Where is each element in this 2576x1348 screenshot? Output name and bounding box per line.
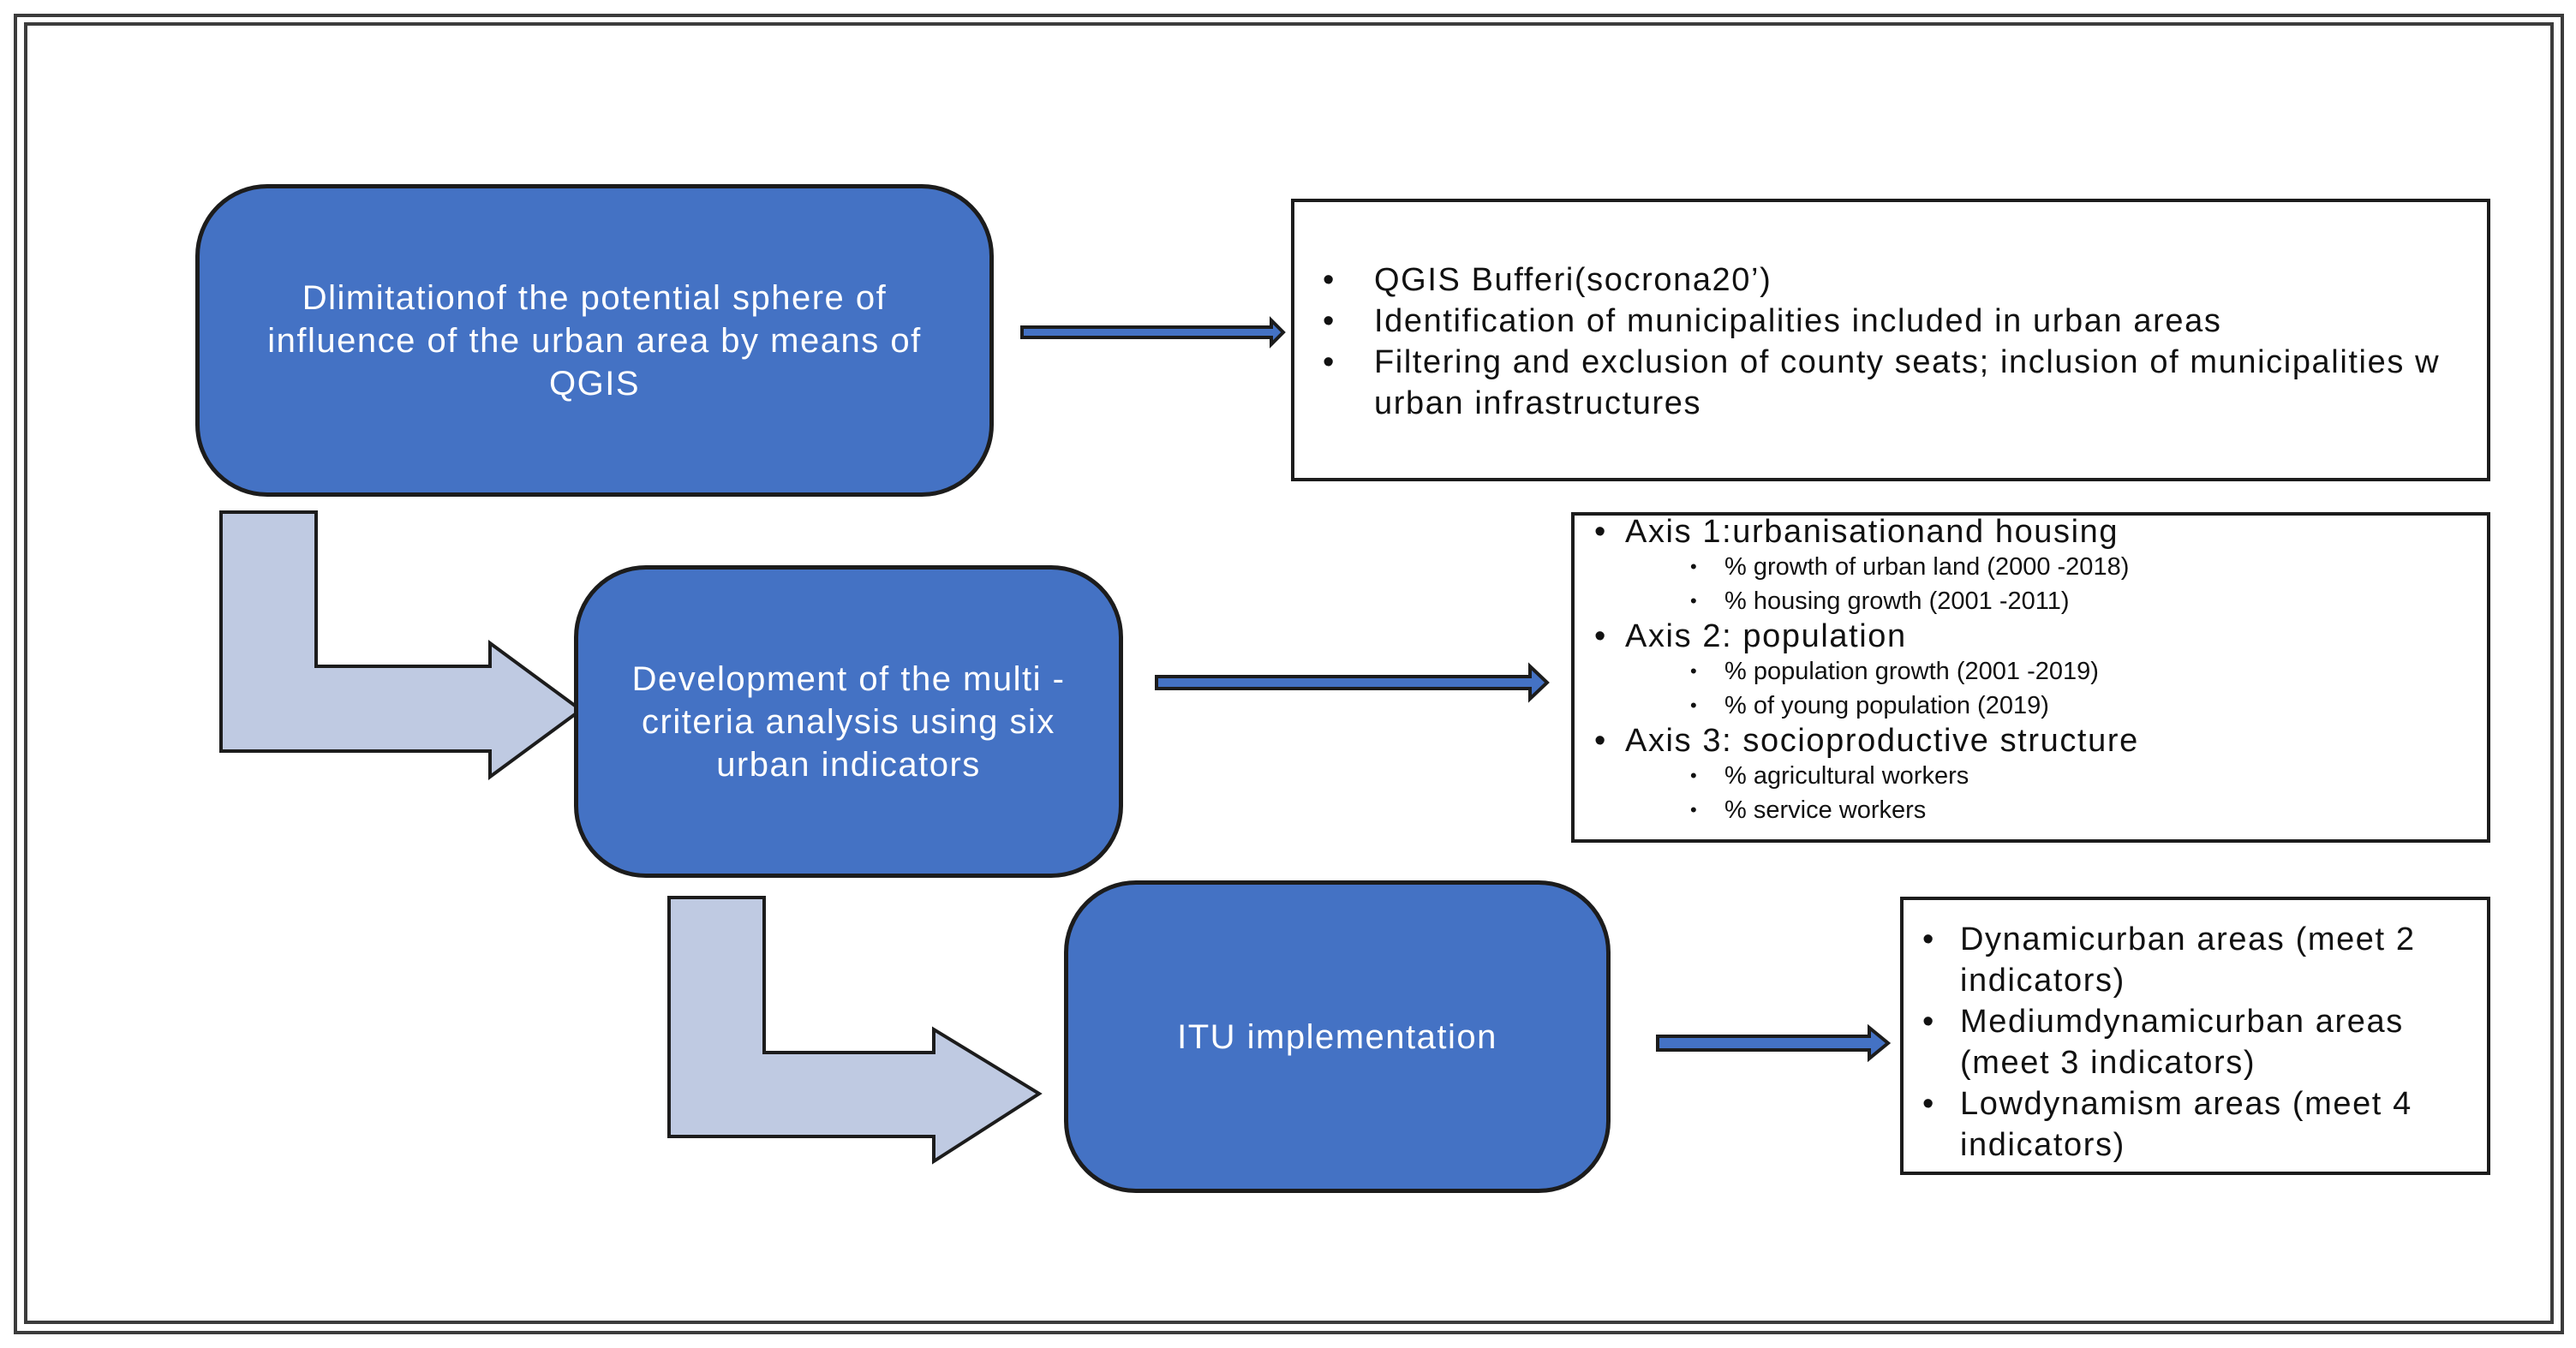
indicator-item: •% housing growth (2001 -2011) [1690,584,2487,618]
step-2-label: Development of the multi - criteria anal… [631,659,1066,784]
right-arrow-3 [1656,1023,1892,1063]
note-indicator-axes: • Axis 1:urbanisationand housing •% grow… [1571,512,2490,843]
bullet-icon: • [1594,723,1607,759]
bullet-icon: • [1922,922,1935,957]
inner-frame [24,22,2554,1324]
note-3-list: •Dynamicurban areas (meet 2 indicators) … [1922,919,2487,1166]
axis-2: • Axis 2: population •% population growt… [1594,618,2487,723]
right-arrow-2 [1155,662,1550,703]
bullet-icon: • [1323,303,1336,339]
list-item: •Lowdynamism areas (meet 4 [1922,1083,2487,1124]
indicator-item: •% service workers [1690,793,2487,827]
list-item: •Filtering and exclusion of county seats… [1323,342,2487,383]
axis-1: • Axis 1:urbanisationand housing •% grow… [1594,514,2487,618]
note-1-list: •QGIS Bufferi(socrona20’) •Identificatio… [1323,259,2487,424]
list-item-continuation: indicators) [1960,1127,2125,1163]
bullet-icon: • [1690,556,1697,577]
indicator-item: •% of young population (2019) [1690,689,2487,723]
bent-arrow-2 [667,896,1043,1165]
bullet-icon: • [1690,695,1697,716]
step-3-itu-implementation: ITU implementation [1064,880,1611,1193]
right-arrow-1 [1020,316,1286,349]
step-1-delimitation: Dlimitationof the potential sphere of in… [195,184,994,497]
axis-1-indicators: •% growth of urban land (2000 -2018) •% … [1625,550,2487,618]
indicator-item: •% population growth (2001 -2019) [1690,654,2487,689]
outer-frame [14,14,2564,1334]
list-item: •Mediumdynamicurban areas [1922,1001,2487,1042]
bullet-icon: • [1690,765,1697,786]
bullet-icon: • [1323,344,1336,380]
bullet-icon: • [1690,799,1697,820]
indicator-item: •% agricultural workers [1690,759,2487,793]
note-2-list: • Axis 1:urbanisationand housing •% grow… [1594,514,2487,827]
bullet-icon: • [1922,1004,1935,1040]
note-qgis-steps: •QGIS Bufferi(socrona20’) •Identificatio… [1291,199,2490,481]
axis-2-indicators: •% population growth (2001 -2019) •% of … [1625,654,2487,723]
axis-3: • Axis 3: socioproductive structure •% a… [1594,723,2487,827]
bullet-icon: • [1323,262,1336,298]
axis-label: Axis 2: population [1625,618,1907,654]
axis-label: Axis 3: socioproductive structure [1625,723,2139,759]
list-item-continuation: (meet 3 indicators) [1960,1045,2256,1081]
bent-arrow-1 [219,510,584,780]
bullet-icon: • [1922,1086,1935,1122]
list-item: •Dynamicurban areas (meet 2 [1922,919,2487,960]
axis-3-indicators: •% agricultural workers •% service worke… [1625,759,2487,827]
note-itu-categories: •Dynamicurban areas (meet 2 indicators) … [1900,897,2490,1175]
list-item-continuation: urban infrastructures [1374,385,1702,421]
list-item-continuation: indicators) [1960,963,2125,999]
bullet-icon: • [1690,590,1697,611]
step-3-label: ITU implementation [1177,1017,1497,1056]
step-2-multicriteria-analysis: Development of the multi - criteria anal… [574,565,1123,878]
list-item: •Identification of municipalities includ… [1323,301,2487,342]
bullet-icon: • [1594,514,1607,550]
list-item: •QGIS Bufferi(socrona20’) [1323,259,2487,301]
step-1-label: Dlimitationof the potential sphere of in… [267,278,922,403]
indicator-item: •% growth of urban land (2000 -2018) [1690,550,2487,584]
axis-label: Axis 1:urbanisationand housing [1625,514,2119,550]
bullet-icon: • [1690,660,1697,682]
bullet-icon: • [1594,618,1607,654]
